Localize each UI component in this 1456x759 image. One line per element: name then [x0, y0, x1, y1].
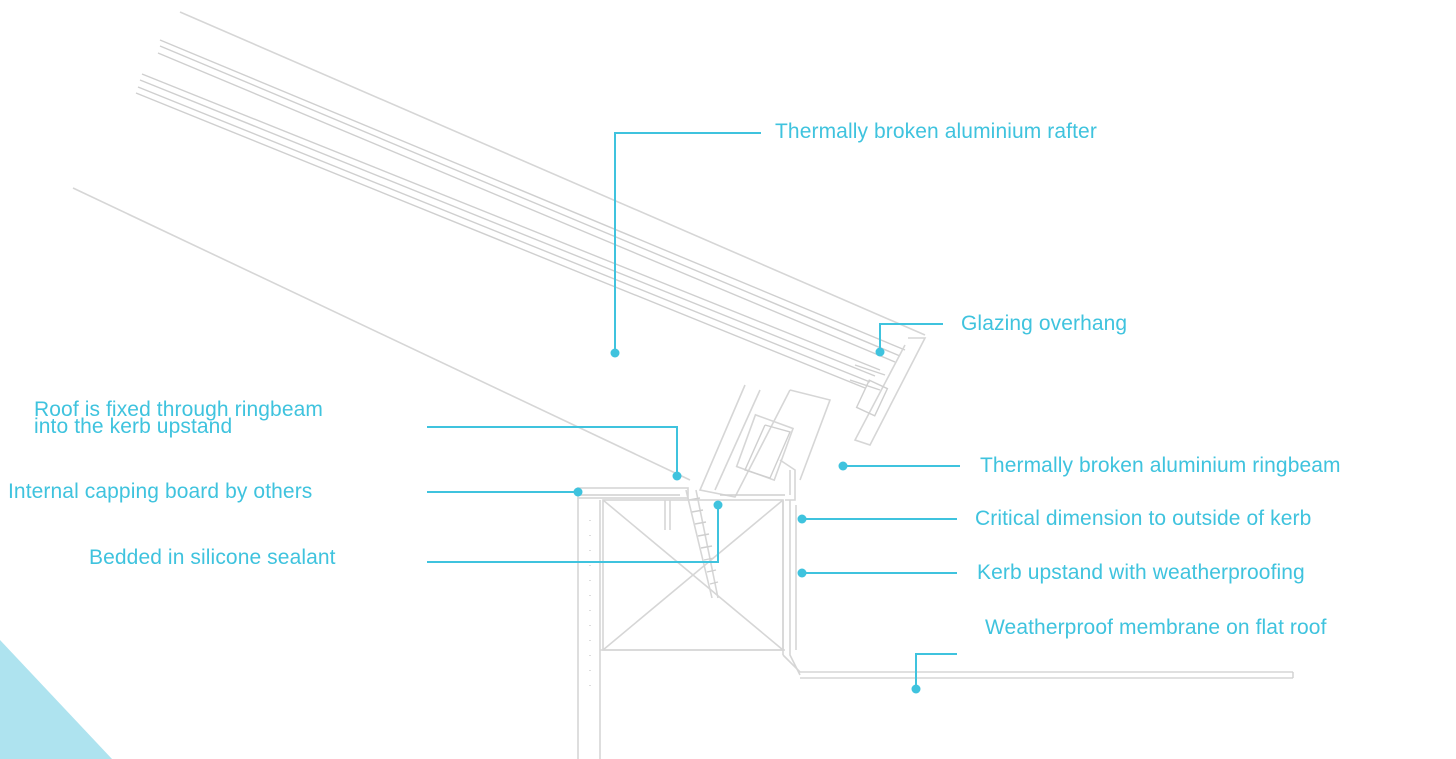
- label-rafter: Thermally broken aluminium rafter: [775, 120, 1097, 143]
- corner-triangle: [0, 640, 112, 759]
- label-glazing-overhang: Glazing overhang: [961, 312, 1128, 335]
- label-ringbeam: Thermally broken aluminium ringbeam: [980, 454, 1341, 477]
- ringbeam-profile: [698, 384, 832, 501]
- glazing-end: [849, 337, 927, 446]
- capping-and-screw: [577, 487, 719, 599]
- kerb-upstand: [782, 500, 801, 676]
- label-capping-board: Internal capping board by others: [8, 480, 313, 503]
- label-kerb-upstand: Kerb upstand with weatherproofing: [977, 561, 1305, 584]
- label-silicone: Bedded in silicone sealant: [89, 546, 336, 569]
- label-roof-fixed-line1: Roof is fixed through ringbeam: [34, 398, 323, 421]
- label-critical-dimension: Critical dimension to outside of kerb: [975, 507, 1312, 530]
- leaders: [427, 132, 960, 694]
- kerb-timber: [602, 499, 784, 651]
- label-roof-fixed-line2: into the kerb upstand: [34, 415, 233, 438]
- label-membrane: Weatherproof membrane on flat roof: [985, 616, 1327, 639]
- flat-roof: [782, 654, 1294, 679]
- wall-lines: [577, 498, 785, 759]
- rafter-lines: [72, 11, 926, 481]
